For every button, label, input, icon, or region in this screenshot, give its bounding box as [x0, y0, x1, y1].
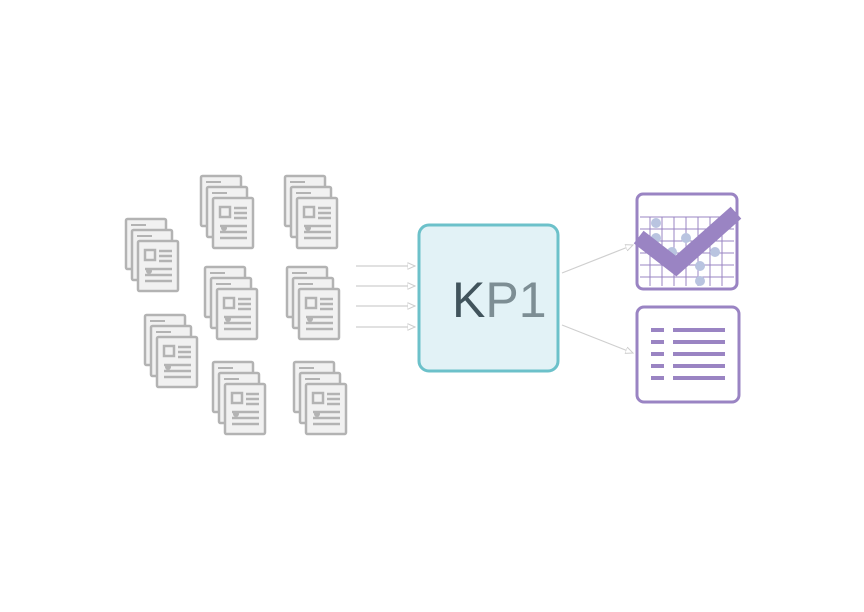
- document-stack-icon: [283, 174, 339, 250]
- document-stack-icon: [199, 174, 255, 250]
- document-stack-icon: [285, 265, 341, 341]
- document-stack-icon: [124, 217, 180, 293]
- process-label: KP1: [452, 272, 547, 328]
- checkmark-grid-icon: [633, 192, 742, 291]
- input-arrows: [356, 266, 415, 327]
- document-stack-icon: [203, 265, 259, 341]
- output-arrow: [561, 245, 633, 274]
- input-documents: [124, 174, 348, 436]
- process-box: KP1: [417, 223, 560, 373]
- process-label-k: K: [452, 272, 485, 328]
- document-stack-icon: [292, 360, 348, 436]
- output-arrows: [561, 245, 633, 353]
- document-stack-icon: [211, 360, 267, 436]
- document-stack-icon: [143, 313, 199, 389]
- output-arrow: [561, 324, 633, 353]
- list-icon: [635, 305, 741, 404]
- process-label-p1: P1: [485, 272, 546, 328]
